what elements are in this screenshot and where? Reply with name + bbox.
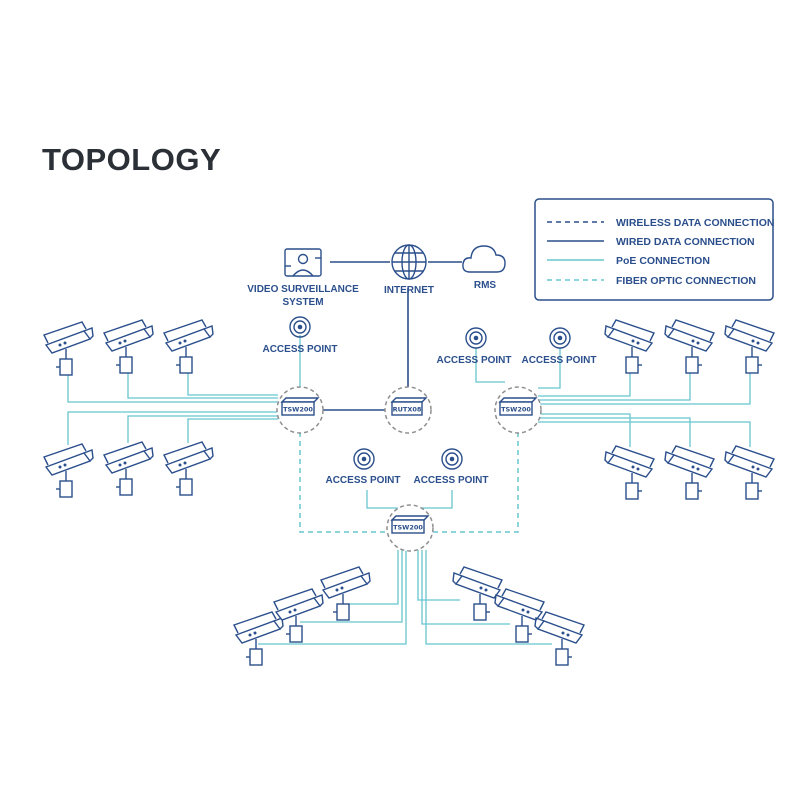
legend-poe-label: PoE CONNECTION: [616, 255, 710, 267]
router-node: RUTX08: [384, 386, 432, 434]
poe-connections: [67, 335, 751, 645]
camera-group-right: [604, 319, 775, 500]
access-point-label: ACCESS POINT: [262, 344, 337, 355]
router-icon: RUTX08: [390, 397, 428, 416]
access-point-label: ACCESS POINT: [521, 355, 596, 366]
security-camera-icon: [43, 443, 94, 498]
security-camera-icon: [273, 588, 324, 643]
security-camera-icon: [163, 319, 214, 374]
legend-wireless-label: WIRELESS DATA CONNECTION: [616, 217, 774, 229]
switch-bottom: TSW200: [386, 504, 434, 552]
switch-left-label: TSW200: [283, 406, 313, 414]
access-point-label: ACCESS POINT: [325, 475, 400, 486]
security-camera-icon: [103, 319, 154, 374]
globe-icon: [391, 244, 427, 280]
security-camera-icon: [103, 441, 154, 496]
access-point-top-right-2: ACCESS POINT: [521, 327, 597, 366]
internet-node: INTERNET: [384, 244, 434, 296]
security-camera-icon: [452, 566, 503, 621]
security-camera-icon: [320, 566, 371, 621]
switch-right-label: TSW200: [501, 406, 531, 414]
access-point-top-right-1: ACCESS POINT: [436, 327, 512, 366]
access-point-label: ACCESS POINT: [436, 355, 511, 366]
security-camera-icon: [724, 319, 775, 374]
security-camera-icon: [664, 445, 715, 500]
rms-label: RMS: [474, 280, 497, 291]
switch-right: TSW200: [494, 386, 542, 434]
security-camera-icon: [163, 441, 214, 496]
switch-icon: TSW200: [390, 515, 430, 534]
security-camera-icon: [604, 445, 655, 500]
access-point-label: ACCESS POINT: [413, 475, 488, 486]
security-camera-icon: [604, 319, 655, 374]
access-point-icon: [441, 448, 463, 470]
access-point-mid-2: ACCESS POINT: [413, 448, 489, 486]
wired-connections: [322, 261, 462, 411]
access-point-icon: [289, 316, 311, 338]
video-surveillance-label-2: SYSTEM: [282, 297, 323, 308]
camera-group-left: [43, 319, 214, 498]
security-camera-icon: [233, 611, 284, 666]
access-point-icon: [549, 327, 571, 349]
internet-label: INTERNET: [384, 285, 434, 296]
security-camera-icon: [494, 588, 545, 643]
video-surveillance-node: VIDEO SURVEILLANCE SYSTEM: [247, 248, 359, 308]
access-point-icon: [465, 327, 487, 349]
legend: WIRELESS DATA CONNECTION WIRED DATA CONN…: [534, 198, 774, 301]
monitor-user-icon: [284, 248, 322, 277]
security-camera-icon: [534, 611, 585, 666]
rms-node: RMS: [462, 245, 506, 291]
legend-fiber-label: FIBER OPTIC CONNECTION: [616, 275, 756, 287]
page-title: TOPOLOGY: [42, 142, 221, 177]
router-label: RUTX08: [393, 406, 422, 414]
legend-wired-label: WIRED DATA CONNECTION: [616, 236, 755, 248]
access-point-top-left: ACCESS POINT: [262, 316, 338, 355]
fiber-connections: [299, 432, 519, 533]
switch-icon: TSW200: [498, 397, 538, 416]
switch-icon: TSW200: [280, 397, 320, 416]
camera-group-bottom: [233, 566, 585, 666]
access-point-icon: [353, 448, 375, 470]
security-camera-icon: [43, 321, 94, 376]
video-surveillance-label-1: VIDEO SURVEILLANCE: [247, 284, 359, 295]
switch-left: TSW200: [276, 386, 324, 434]
cloud-icon: [462, 245, 506, 273]
access-point-mid-1: ACCESS POINT: [325, 448, 401, 486]
security-camera-icon: [724, 445, 775, 500]
security-camera-icon: [664, 319, 715, 374]
switch-bottom-label: TSW200: [393, 524, 423, 532]
